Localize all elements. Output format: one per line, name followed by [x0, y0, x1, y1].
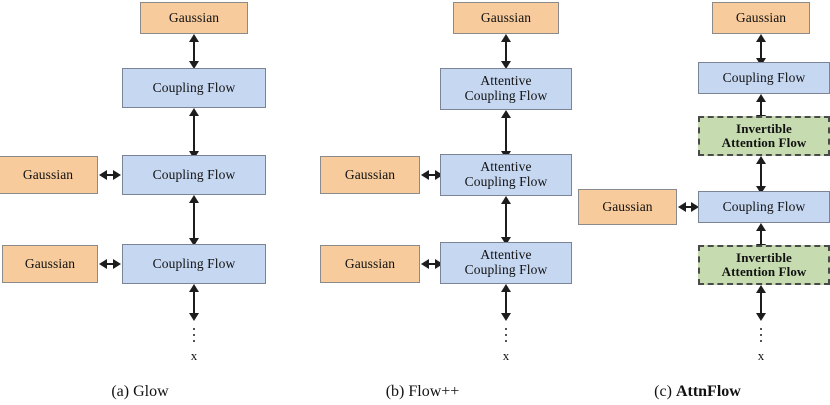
- caption-name: AttnFlow: [675, 383, 741, 400]
- coupling-flow-node-2: Coupling Flow: [122, 155, 266, 195]
- panel-caption: (b) Flow++: [280, 383, 565, 401]
- ellipsis-dot: [505, 328, 507, 330]
- gaussian-side-node-2: Gaussian: [320, 245, 420, 283]
- ellipsis-dot: [760, 328, 762, 330]
- ellipsis-vertical: [188, 322, 200, 348]
- arrow-vertical: [760, 292, 762, 314]
- coupling-flow-node-1: Coupling Flow: [698, 62, 830, 94]
- caption-index: (b): [385, 383, 405, 400]
- gaussian-side-node-1: Gaussian: [0, 156, 98, 194]
- ellipsis-dot: [760, 340, 762, 342]
- coupling-flow-node-3: Coupling Flow: [122, 244, 266, 284]
- ellipsis-dot: [505, 334, 507, 336]
- arrow-horizontal: [685, 206, 692, 208]
- invertible-attention-flow-node-1: Invertible Attention Flow: [698, 116, 830, 156]
- gaussian-top-node: Gaussian: [140, 2, 248, 34]
- arrow-vertical: [760, 41, 762, 59]
- gaussian-top-node: Gaussian: [712, 2, 810, 34]
- arrow-vertical: [505, 203, 507, 238]
- arrow-horizontal: [428, 174, 436, 176]
- arrow-vertical: [193, 291, 195, 314]
- panel-caption: (c) AttnFlow: [565, 383, 830, 401]
- arrow-vertical: [760, 230, 762, 245]
- ellipsis-dot: [505, 340, 507, 342]
- arrow-vertical: [505, 41, 507, 62]
- arrow-vertical: [505, 117, 507, 152]
- caption-name: Flow++: [408, 383, 460, 400]
- gaussian-side-node-1: Gaussian: [320, 156, 420, 194]
- arrow-vertical: [193, 202, 195, 239]
- ellipsis-dot: [193, 334, 195, 336]
- attentive-coupling-flow-node-3: Attentive Coupling Flow: [440, 242, 572, 284]
- coupling-flow-node-2: Coupling Flow: [698, 191, 830, 223]
- caption-index: (c): [654, 383, 672, 400]
- ellipsis-dot: [193, 328, 195, 330]
- coupling-flow-node-1: Coupling Flow: [122, 68, 266, 108]
- gaussian-side-node-2: Gaussian: [2, 245, 98, 283]
- attentive-coupling-flow-node-2: Attentive Coupling Flow: [440, 154, 572, 196]
- ellipsis-vertical: [500, 322, 512, 348]
- caption-index: (a): [111, 383, 130, 400]
- arrow-vertical: [505, 291, 507, 314]
- ellipsis-vertical: [755, 322, 767, 348]
- arrow-vertical: [760, 163, 762, 187]
- panel-attnflow: Gaussian Coupling Flow Invertible Attent…: [565, 0, 830, 405]
- arrow-vertical: [193, 115, 195, 152]
- attentive-coupling-flow-node-1: Attentive Coupling Flow: [440, 68, 572, 110]
- gaussian-top-node: Gaussian: [453, 2, 559, 34]
- arrow-vertical: [193, 41, 195, 62]
- panel-flowpp: Gaussian Attentive Coupling Flow Gaussia…: [280, 0, 572, 405]
- arrow-vertical: [760, 101, 762, 116]
- arrow-horizontal: [106, 263, 114, 265]
- input-variable-label: x: [502, 348, 510, 363]
- arrow-horizontal: [428, 263, 436, 265]
- gaussian-side-node-1: Gaussian: [578, 189, 677, 225]
- ellipsis-dot: [193, 340, 195, 342]
- panel-caption: (a) Glow: [0, 383, 280, 401]
- arrow-horizontal: [106, 174, 114, 176]
- input-variable-label: x: [757, 348, 765, 363]
- caption-name: Glow: [133, 383, 169, 400]
- invertible-attention-flow-node-2: Invertible Attention Flow: [698, 245, 830, 285]
- input-variable-label: x: [190, 348, 198, 363]
- ellipsis-dot: [760, 334, 762, 336]
- panel-glow: Gaussian Coupling Flow Gaussian Coupling…: [0, 0, 280, 405]
